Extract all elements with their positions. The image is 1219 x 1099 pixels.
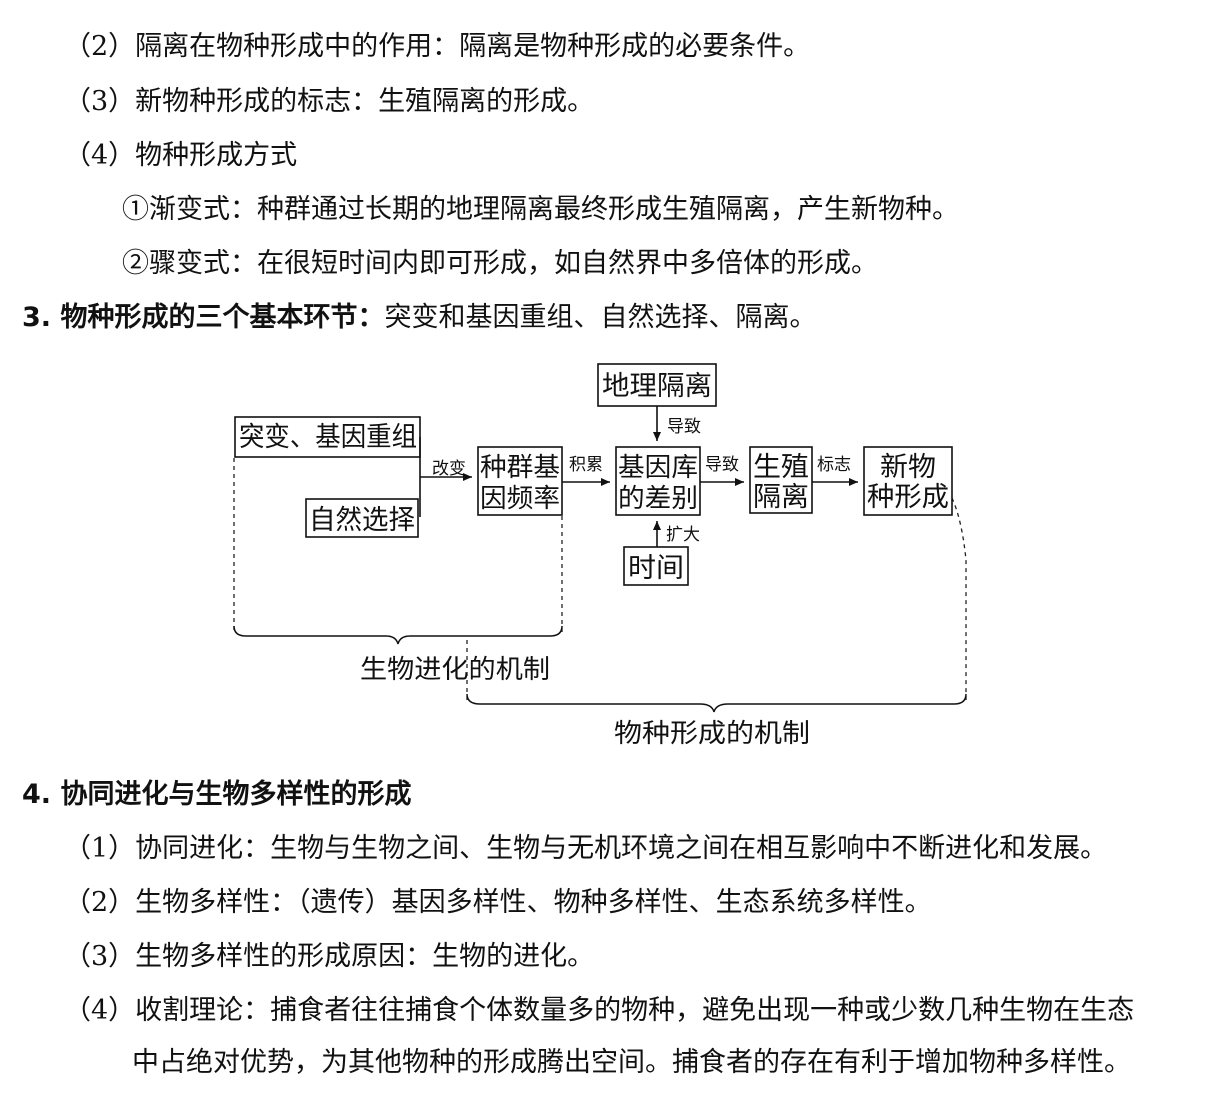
speciation-brace bbox=[466, 693, 967, 713]
box-time: 时间 bbox=[623, 546, 689, 586]
text-line-sudden-mode: ②骤变式：在很短时间内即可形成，如自然界中多倍体的形成。 bbox=[122, 248, 878, 279]
box-new-species: 新物 种形成 bbox=[863, 446, 953, 516]
label-speciation-mechanism: 物种形成的机制 bbox=[614, 719, 810, 749]
text-line-coevolution: （1）协同进化：生物与生物之间、生物与无机环境之间在相互影响中不断进化和发展。 bbox=[64, 833, 1108, 864]
text-line-speciation-modes: （4）物种形成方式 bbox=[64, 140, 298, 171]
section-3-heading: 3. 物种形成的三个基本环节：突变和基因重组、自然选择、隔离。 bbox=[22, 301, 816, 335]
section-4-number: 4. bbox=[22, 779, 52, 810]
label-change: 改变 bbox=[432, 459, 466, 479]
box-geographic-isolation: 地理隔离 bbox=[597, 363, 717, 407]
text-line-cropping-theory: （4）收割理论：捕食者往往捕食个体数量多的物种，避免出现一种或少数几种生物在生态 bbox=[64, 995, 1135, 1026]
label-evolution-mechanism: 生物进化的机制 bbox=[360, 655, 550, 685]
text-line-cropping-theory-cont: 中占绝对优势，为其他物种的形成腾出空间。捕食者的存在有利于增加物种多样性。 bbox=[132, 1047, 1131, 1078]
arrow-change bbox=[419, 437, 472, 517]
svg-text:因频率: 因频率 bbox=[480, 484, 560, 514]
label-marks: 标志 bbox=[817, 455, 851, 475]
box-gene-frequency: 种群基 因频率 bbox=[477, 446, 563, 516]
box-mutation-recombination: 突变、基因重组 bbox=[234, 416, 421, 458]
evolution-brace bbox=[233, 625, 563, 645]
label-expand: 扩大 bbox=[666, 525, 700, 545]
svg-text:突变、基因重组: 突变、基因重组 bbox=[239, 422, 417, 453]
box-reproductive-isolation: 生殖 隔离 bbox=[749, 446, 813, 514]
section-4-title: 协同进化与生物多样性的形成 bbox=[60, 779, 412, 810]
section-3-content: 突变和基因重组、自然选择、隔离。 bbox=[384, 302, 817, 333]
text-line-biodiversity-cause: （3）生物多样性的形成原因：生物的进化。 bbox=[64, 941, 595, 972]
section-3-title: 物种形成的三个基本环节： bbox=[60, 302, 385, 333]
svg-text:的差别: 的差别 bbox=[618, 484, 698, 514]
text-line-biodiversity: （2）生物多样性：（遗传）基因多样性、物种多样性、生态系统多样性。 bbox=[64, 887, 932, 918]
svg-text:隔离: 隔离 bbox=[753, 482, 809, 513]
speciation-bracket-right bbox=[951, 497, 967, 700]
label-pool-leads: 导致 bbox=[705, 455, 739, 475]
svg-text:种形成: 种形成 bbox=[867, 482, 949, 513]
label-accumulate: 积累 bbox=[569, 455, 603, 475]
box-gene-pool-difference: 基因库 的差别 bbox=[615, 446, 701, 516]
svg-text:自然选择: 自然选择 bbox=[309, 505, 415, 536]
svg-text:生殖: 生殖 bbox=[753, 452, 809, 483]
svg-text:新物: 新物 bbox=[880, 452, 936, 483]
svg-text:种群基: 种群基 bbox=[480, 453, 560, 483]
text-line-isolation-role: （2）隔离在物种形成中的作用：隔离是物种形成的必要条件。 bbox=[64, 31, 811, 62]
section-3-number: 3. bbox=[22, 302, 52, 333]
section-4-heading: 4. 协同进化与生物多样性的形成 bbox=[22, 778, 411, 812]
svg-text:时间: 时间 bbox=[628, 553, 684, 584]
svg-text:地理隔离: 地理隔离 bbox=[602, 371, 712, 402]
text-line-speciation-marker: （3）新物种形成的标志：生殖隔离的形成。 bbox=[64, 86, 595, 117]
label-geo-leads: 导致 bbox=[667, 417, 701, 437]
box-natural-selection: 自然选择 bbox=[305, 498, 419, 538]
svg-text:基因库: 基因库 bbox=[618, 453, 698, 483]
text-line-gradual-mode: ①渐变式：种群通过长期的地理隔离最终形成生殖隔离，产生新物种。 bbox=[122, 194, 959, 225]
